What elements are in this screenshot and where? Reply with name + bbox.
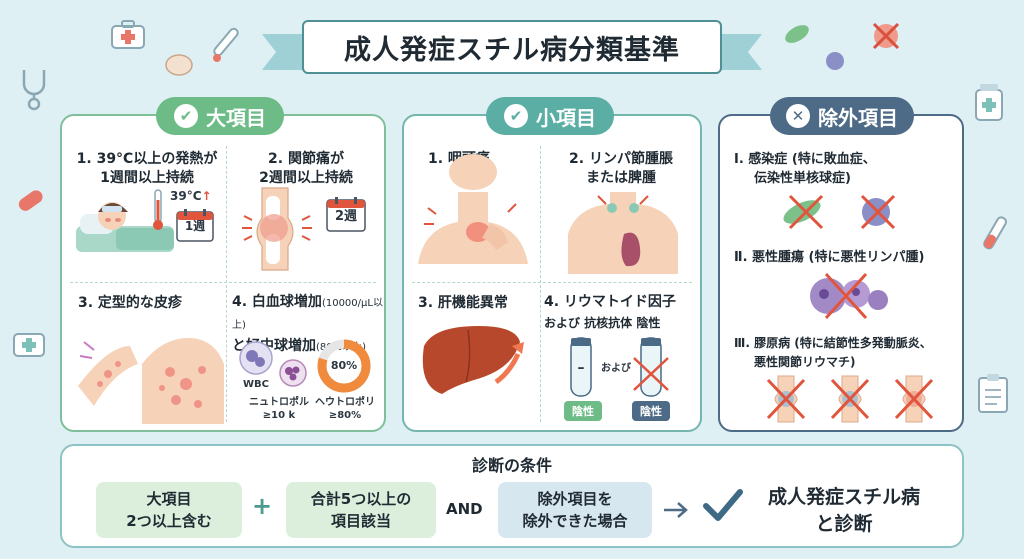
check-icon: ✔ [504, 104, 528, 128]
checkmark-icon [703, 489, 743, 521]
major-item-1-line1: 1. 39°C以上の発熱が [76, 151, 218, 167]
condition-3-line1: 除外項目を [537, 490, 613, 508]
thermometer-icon [213, 27, 239, 62]
minor-item-3: 3. 肝機能異常 [418, 295, 508, 311]
clipboard-icon [978, 374, 1008, 413]
conditions-title: 診断の条件 [471, 456, 552, 475]
joint-crossed-illustration [766, 375, 934, 423]
minor-item-4-line2: および 抗核抗体 陰性 [544, 316, 661, 330]
diagnosis-result: 成人発症スチル病 と診断 [746, 484, 942, 538]
plus-sign: + [252, 492, 273, 520]
neutrophil-label: ニュトロポル [249, 397, 309, 408]
sore-throat-illustration [418, 154, 528, 264]
condition-major-two: 大項目 2つ以上含む [96, 482, 242, 538]
fever-temp-label: 39°C↑ [170, 189, 212, 203]
tube-negative-sign: – [577, 360, 585, 376]
condition-1-line2: 2つ以上含む [126, 512, 212, 530]
fever-patient-illustration [76, 202, 174, 252]
thermometer-icon [153, 189, 163, 230]
percent-label: ヘウトロポリ [315, 397, 375, 408]
exclusion-criteria-heading: ✕ 除外項目 [770, 97, 914, 135]
fever-temp-text: 39°C [170, 189, 202, 203]
virus-icon [826, 52, 844, 70]
virus-icon [872, 22, 900, 50]
major-item-1: 1. 39°C以上の発熱が 1週間以上持続 [70, 150, 224, 188]
calendar-1week-label: 1週 [184, 219, 206, 233]
test-tube-icon [570, 337, 592, 397]
negative-badge-2: 陰性 [632, 401, 670, 421]
tumor-crossed-illustration [810, 272, 888, 320]
x-icon: ✕ [786, 104, 810, 128]
first-aid-kit-icon [111, 20, 145, 49]
exclusion-item-1-line1: Ⅰ. 感染症 (特に敗血症、 [734, 152, 876, 167]
calendar-icon [176, 209, 214, 242]
major-item-3: 3. 定型的な皮疹 [78, 295, 182, 311]
virus-icon [785, 25, 809, 43]
lymph-spleen-illustration [568, 192, 678, 274]
and-operator: AND [446, 500, 483, 518]
percent-value: ≥80% [328, 410, 362, 421]
major-criteria-heading: ✔ 大項目 [156, 97, 284, 135]
minor-item-2-line2: または脾腫 [586, 170, 656, 186]
stethoscope-icon [22, 70, 46, 111]
calendar-2week-label: 2週 [334, 209, 358, 224]
major-item-2-line1: 2. 関節痛が [268, 151, 344, 167]
result-line2: と診断 [815, 513, 873, 535]
condition-3-line2: 除外できた場合 [522, 512, 628, 530]
condition-total-five: 合計5つ以上の項目該当 [286, 482, 436, 538]
exclusion-item-3-line2: 悪性関節リウマチ) [754, 355, 856, 369]
minor-heading-text: 小項目 [536, 105, 596, 130]
donut-percent-text: 80% [330, 359, 358, 372]
exclusion-criteria-panel [718, 114, 964, 432]
rash-illustration [78, 338, 224, 424]
minor-item-4: 4. リウマトイド因子 および 抗核抗体 陰性 [544, 292, 700, 334]
exclusion-item-1-line2: 伝染性単核球症) [754, 171, 851, 186]
neutrophil-value: ≥10 k [262, 410, 296, 421]
minor-item-2: 2. リンパ節腫脹 または脾腫 [542, 150, 700, 188]
arrow-right-icon [664, 502, 688, 518]
major-heading-text: 大項目 [206, 105, 266, 130]
liver-illustration [422, 326, 524, 394]
and-label: および [601, 363, 631, 374]
major-item-2-line2: 2週間以上持続 [259, 170, 353, 186]
condition-2-line1: 合計5つ以上の [310, 490, 412, 508]
white-blood-cell-icon [239, 341, 273, 375]
neutrophil-percent-donut [317, 339, 371, 393]
major-item-4-line1: 4. 白血球増加 [232, 294, 322, 310]
negative-badge-1: 陰性 [564, 401, 602, 421]
page-title: 成人発症スチル病分類基準 [302, 20, 722, 74]
major-item-1-line2: 1週間以上持続 [100, 170, 194, 186]
exclusion-item-1: Ⅰ. 感染症 (特に敗血症、 伝染性単核球症) [734, 150, 960, 188]
wbc-label: WBC [243, 379, 269, 390]
test-tube-icon [633, 337, 669, 397]
neutrophil-icon [279, 359, 307, 387]
condition-2-line2: 項目該当 [330, 512, 391, 530]
first-aid-kit-icon [13, 333, 45, 357]
result-line1: 成人発症スチル病 [767, 486, 920, 508]
major-item-2: 2. 関節痛が 2週間以上持続 [228, 150, 384, 188]
exclusion-heading-text: 除外項目 [818, 105, 898, 130]
minor-item-2-line1: 2. リンパ節腫脹 [569, 151, 673, 167]
check-icon: ✔ [174, 104, 198, 128]
minor-item-4-line1: 4. リウマトイド因子 [544, 294, 676, 310]
major-item-4-line1-small: (10000/μL以上) [232, 298, 383, 331]
condition-exclusion: 除外項目を除外できた場合 [498, 482, 652, 538]
pill-icon [165, 54, 193, 76]
test-tube-icon [983, 216, 1007, 250]
calendar-icon [326, 197, 366, 232]
condition-1-line1: 大項目 [146, 490, 192, 508]
exclusion-item-3-line1: Ⅲ. 膠原病 (特に結節性多発動脈炎、 [734, 336, 932, 350]
pill-icon [18, 190, 43, 211]
minor-criteria-heading: ✔ 小項目 [486, 97, 614, 135]
knee-joint-illustration [242, 187, 312, 271]
first-aid-kit-icon [975, 84, 1003, 121]
exclusion-item-2: Ⅱ. 悪性腫瘍 (特に悪性リンパ腫) [734, 250, 925, 265]
infection-crossed-illustration [783, 194, 896, 230]
exclusion-item-3: Ⅲ. 膠原病 (特に結節性多発動脈炎、 悪性関節リウマチ) [734, 334, 960, 372]
